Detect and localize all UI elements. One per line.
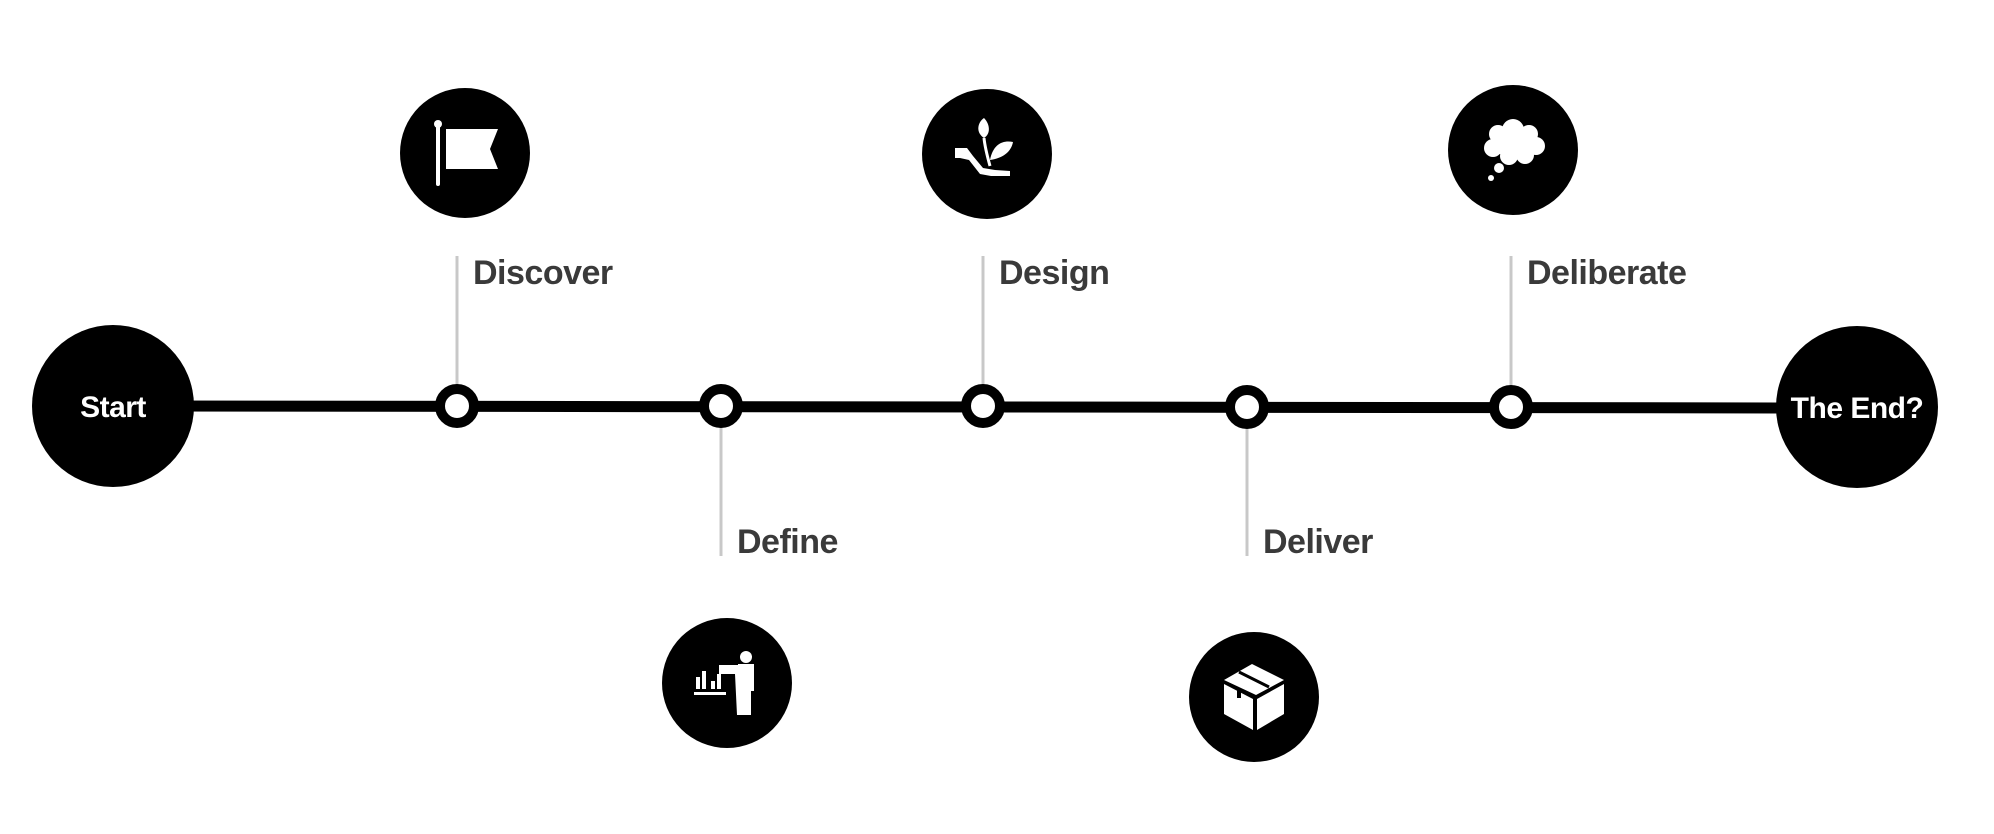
step-label: Deliberate [1527,254,1686,292]
step-discover: Discover [400,88,613,428]
step-deliver: Deliver [1189,385,1374,762]
flag-icon [400,88,530,218]
timeline-node [961,384,1005,428]
timeline-node [699,384,743,428]
package-box-icon [1189,632,1319,762]
step-label: Design [999,254,1109,292]
end-node: The End? [1776,326,1938,488]
timeline-node [1225,385,1269,429]
step-label: Define [737,523,838,561]
step-label: Discover [473,254,613,292]
timeline-node [1489,385,1533,429]
end-label: The End? [1791,392,1924,425]
step-label: Deliver [1263,523,1373,561]
step-define: Define [662,384,838,748]
thought-cloud-icon [1448,85,1578,215]
start-label: Start [80,391,146,424]
step-deliberate: Deliberate [1448,85,1687,429]
step-design: Design [922,89,1110,428]
start-node: Start [32,325,194,487]
presenter-chart-icon [662,618,792,748]
hand-plant-icon [922,89,1052,219]
timeline-node [435,384,479,428]
